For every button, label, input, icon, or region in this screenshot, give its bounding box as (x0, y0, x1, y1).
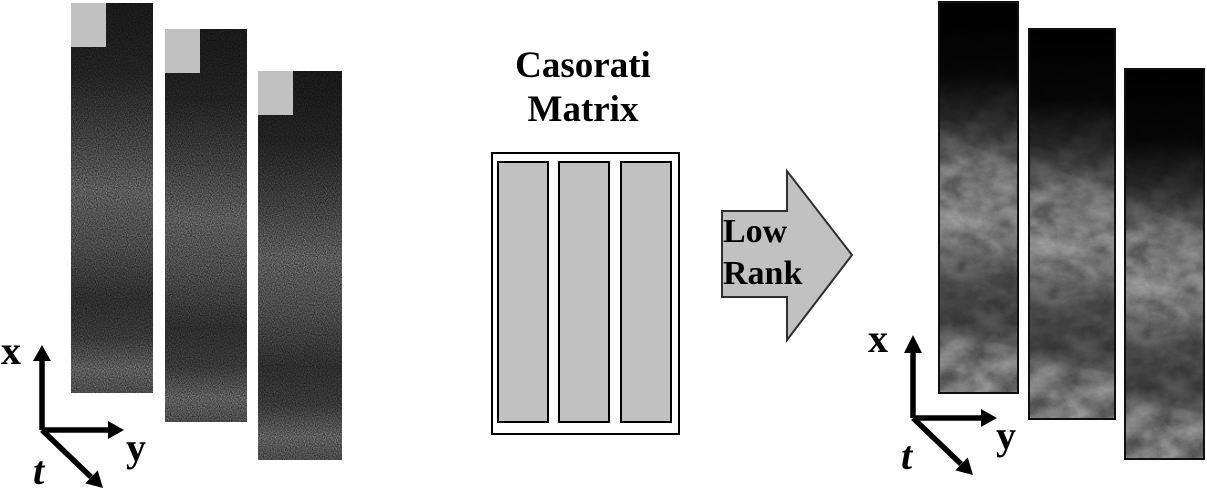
input-axis-t-label: t (33, 448, 45, 490)
output-axis-t-label: t (901, 433, 913, 478)
output-axes (904, 335, 997, 475)
casorati-matrix-box (491, 152, 680, 435)
noisy-frame-2-texture (165, 29, 247, 422)
noisy-frame-2 (165, 29, 247, 422)
input-axis-x-label: x (1, 328, 21, 373)
noisy-frame-1-texture (71, 3, 153, 393)
output-axis-x-label: x (868, 316, 888, 361)
corner-patch-3 (258, 71, 293, 115)
low-rank-label: Low Rank (723, 211, 802, 295)
diagonal-arrowhead-icon (85, 470, 103, 488)
casorati-title-line1: Casorati (515, 45, 651, 86)
noisy-frame-3 (258, 71, 342, 460)
casorati-column-3 (620, 161, 672, 423)
casorati-title: Casorati Matrix (455, 44, 711, 132)
input-axes (33, 345, 124, 488)
casorati-title-line2: Matrix (527, 89, 639, 130)
clean-frame-2-texture (1030, 30, 1114, 418)
up-arrowhead-icon (33, 345, 51, 361)
up-arrowhead-icon (904, 335, 922, 353)
corner-patch-1 (71, 3, 106, 47)
casorati-column-2 (558, 161, 610, 423)
low-rank-label-line2: Rank (723, 255, 803, 292)
right-arrowhead-icon (981, 409, 997, 427)
clean-frame-2 (1028, 28, 1116, 420)
clean-frame-1 (938, 1, 1019, 394)
casorati-column-1 (497, 161, 549, 423)
clean-frame-3 (1124, 68, 1205, 460)
input-axis-y-label: y (126, 425, 146, 470)
output-axis-y-label: y (996, 413, 1016, 458)
noisy-frame-1 (71, 3, 153, 393)
low-rank-label-line1: Low (723, 213, 788, 250)
noisy-frame-3-texture (258, 71, 342, 460)
clean-frame-1-texture (940, 3, 1017, 392)
corner-patch-2 (165, 29, 200, 73)
clean-frame-3-texture (1126, 70, 1203, 458)
right-arrowhead-icon (108, 421, 124, 439)
diagonal-arrowhead-icon (955, 457, 973, 475)
low-rank-arrow-icon (721, 168, 854, 343)
